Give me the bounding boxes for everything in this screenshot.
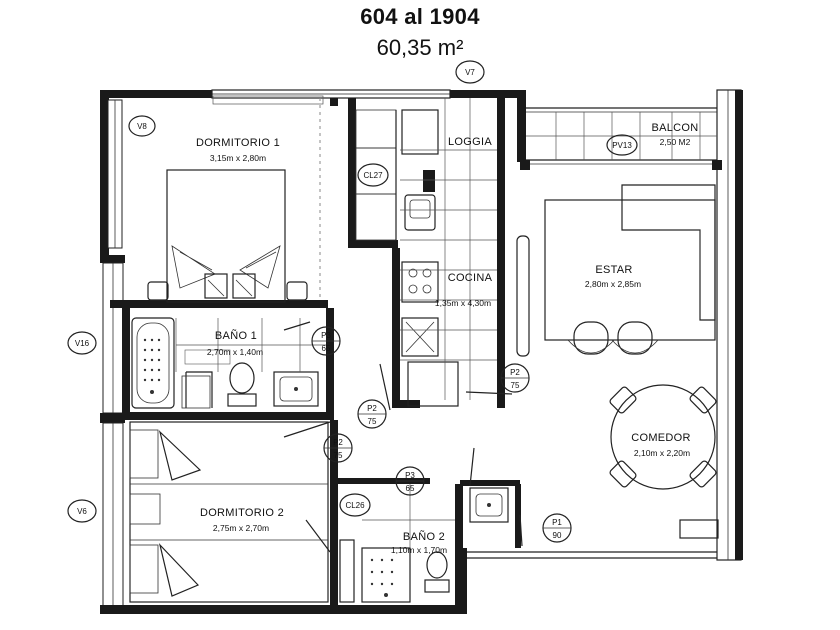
svg-text:65: 65 (322, 344, 331, 353)
door-tag-p2-hall: P2 75 (357, 399, 387, 429)
dormitorio-2 (129, 421, 329, 603)
svg-text:90: 90 (553, 531, 562, 540)
bano1-name: BAÑO 1 (215, 329, 257, 342)
loggia-name: LOGGIA (448, 136, 492, 148)
bano2-name: BAÑO 2 (403, 530, 445, 543)
door-tag-p2-kitchen: P2 75 (500, 363, 530, 393)
v7-label: V7 (465, 68, 475, 77)
dorm1-name: DORMITORIO 1 (196, 137, 280, 149)
v16-marker (67, 331, 97, 355)
estar-dims: 2,80m x 2,85m (585, 279, 641, 289)
comedor-name: COMEDOR (631, 432, 691, 444)
bano-2 (339, 484, 509, 603)
svg-text:P3: P3 (321, 331, 331, 340)
cl27-label: CL27 (363, 171, 383, 180)
bano1-dims: 2,70m x 1,40m (207, 347, 263, 357)
dormitorio-1 (147, 98, 321, 303)
kitchen-loggia (355, 98, 530, 407)
dorm2-dims: 2,75m x 2,70m (213, 523, 269, 533)
svg-text:P2: P2 (333, 438, 343, 447)
svg-text:75: 75 (368, 417, 377, 426)
doors (283, 363, 523, 553)
element-tags: V7 V8 V16 V6 PV13 CL27 CL26 P3 65 P2 75 … (67, 60, 638, 543)
cocina-dims: 1,35m x 4,30m (435, 298, 491, 308)
door-tag-p2-dorm2: P2 75 (323, 433, 353, 463)
svg-text:75: 75 (334, 451, 343, 460)
svg-text:P3: P3 (405, 471, 415, 480)
v7-marker (455, 60, 485, 84)
dorm2-name: DORMITORIO 2 (200, 507, 284, 519)
v6-marker (67, 499, 97, 523)
v8-marker (128, 115, 156, 137)
balcon-name: BALCON (651, 122, 698, 134)
living-dining (544, 184, 719, 539)
svg-text:P1: P1 (552, 518, 562, 527)
balcon-dims: 2,50 M2 (660, 137, 691, 147)
v6-label: V6 (77, 507, 87, 516)
estar-name: ESTAR (595, 264, 632, 276)
cl26-marker (339, 493, 371, 517)
svg-text:65: 65 (406, 484, 415, 493)
cl26-label: CL26 (345, 501, 365, 510)
bano-1 (131, 317, 326, 409)
v8-label: V8 (137, 122, 147, 131)
cocina-name: COCINA (448, 272, 493, 284)
door-tag-p3-bath1: P3 65 (311, 326, 341, 356)
door-tag-p3-bath2: P3 65 (395, 466, 425, 496)
svg-text:75: 75 (511, 381, 520, 390)
svg-text:P2: P2 (510, 368, 520, 377)
pv13-marker (606, 134, 638, 156)
pv13-label: PV13 (612, 141, 632, 150)
door-tag-p1-entry: P1 90 (542, 513, 572, 543)
svg-text:P2: P2 (367, 404, 377, 413)
room-labels: DORMITORIO 1 3,15m x 2,80m BAÑO 1 2,70m … (196, 122, 698, 555)
comedor-dims: 2,10m x 2,20m (634, 448, 690, 458)
cl27-marker (357, 163, 389, 187)
area-subtitle: 60,35 m² (376, 35, 464, 60)
units-title: 604 al 1904 (360, 4, 480, 29)
walls (100, 89, 743, 614)
bano2-dims: 1,10m x 1,70m (391, 545, 447, 555)
v16-label: V16 (75, 339, 90, 348)
dorm1-dims: 3,15m x 2,80m (210, 153, 266, 163)
